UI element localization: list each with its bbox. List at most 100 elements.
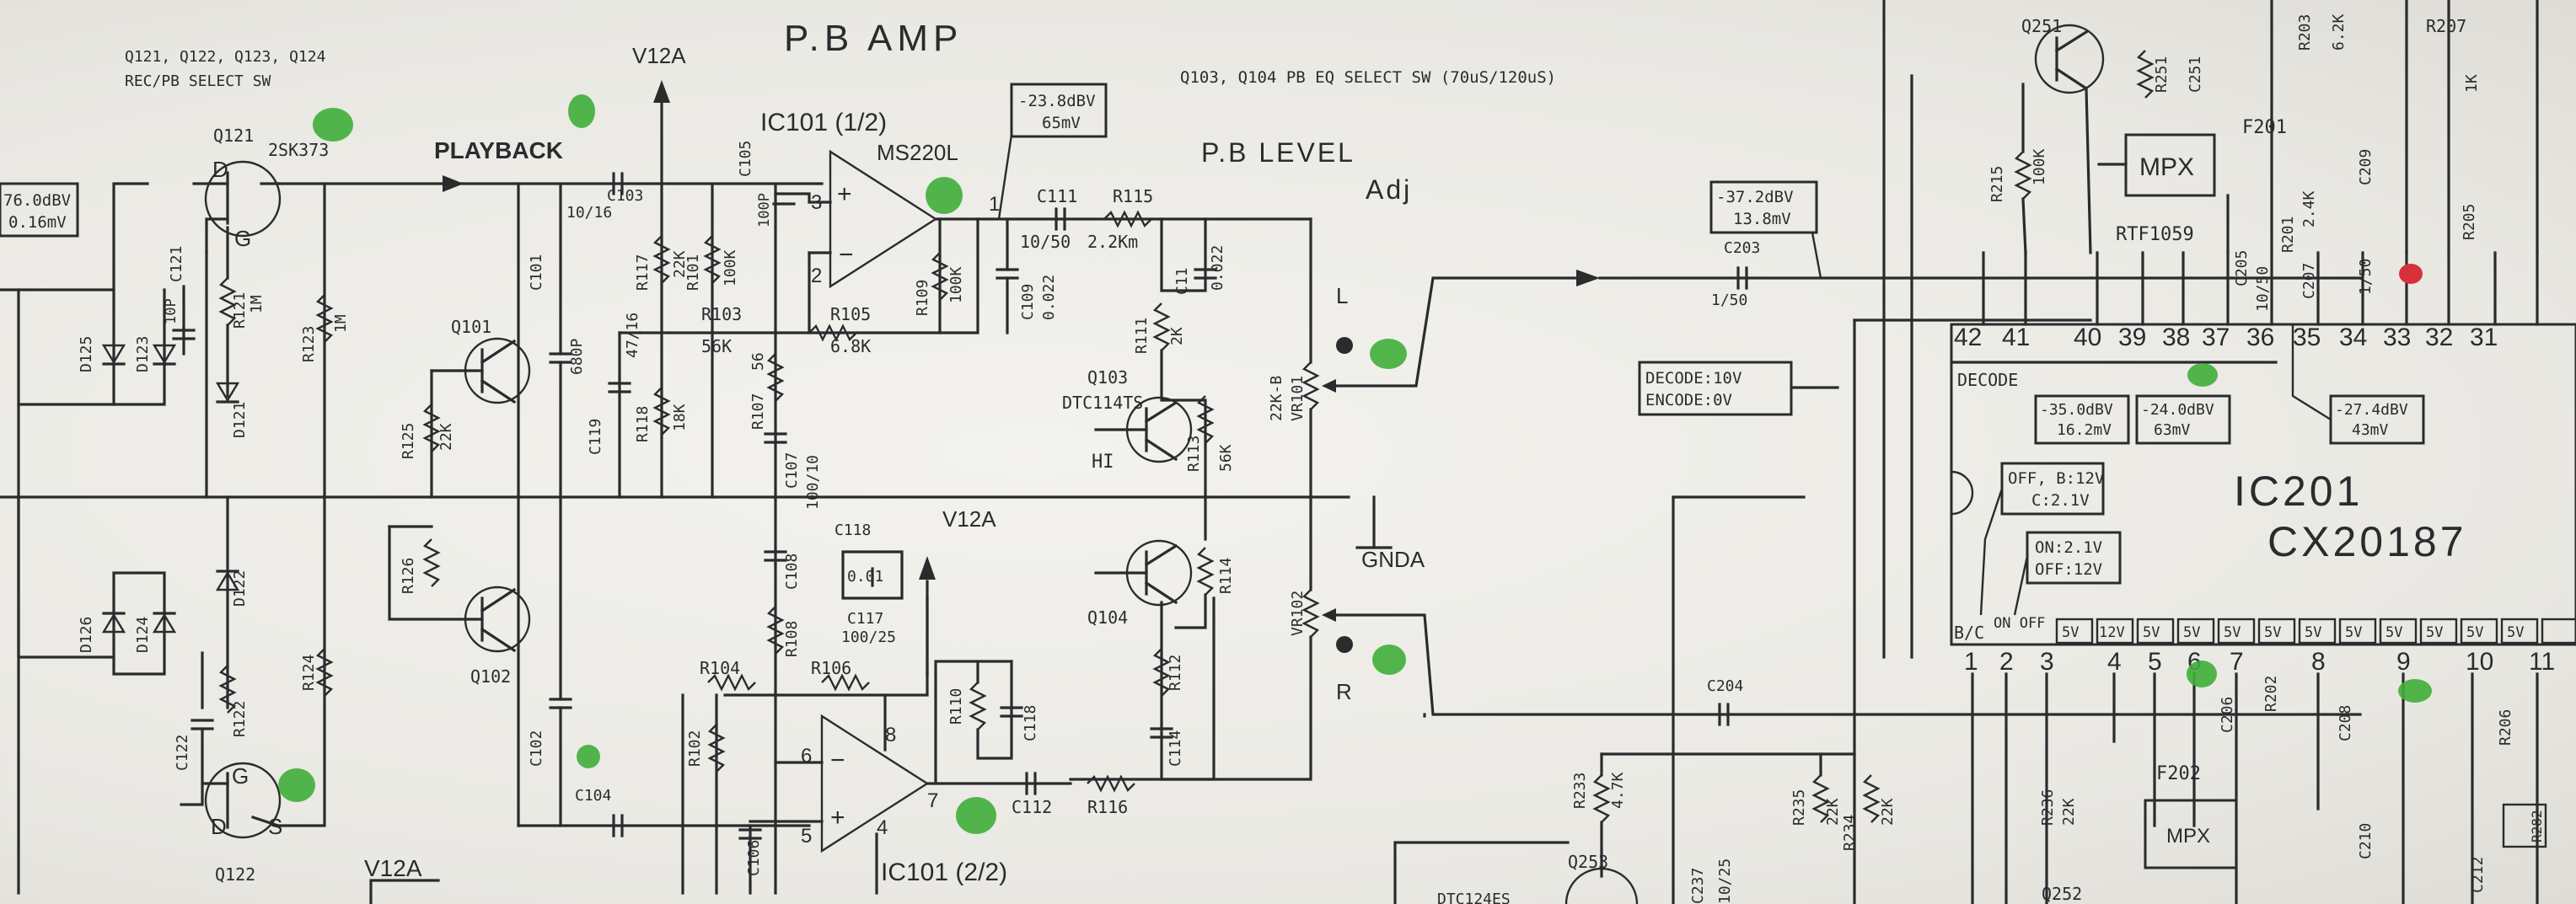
f201-label: F201: [2242, 117, 2287, 138]
vr102-wiper-icon: [1322, 608, 1336, 622]
pin-42: 42: [1954, 324, 1982, 351]
ic201-notch: [1951, 470, 1974, 516]
v12a-mid-arrow-icon: [919, 556, 936, 580]
green-marker-5: [1372, 645, 1406, 675]
ic101b-pin7: 7: [927, 789, 938, 812]
c104-label: C104: [575, 787, 611, 805]
ic201-box: [1950, 323, 2576, 646]
ic101b-pin4: 4: [877, 816, 888, 839]
q253-label: Q253: [1568, 852, 1608, 872]
d121-label: D121: [231, 402, 249, 438]
pin-4: 4: [2107, 648, 2122, 676]
r118-label: R118: [634, 406, 652, 442]
off-voltage: OFF:12V: [2035, 560, 2102, 579]
l-output-arrow-icon: [1576, 270, 1600, 286]
r112-icon: [1152, 648, 1171, 697]
r236-value: 22K: [2060, 798, 2078, 826]
ic201-name: IC201: [2234, 468, 2363, 515]
pin-37: 37: [2202, 324, 2230, 351]
r206-label: R206: [2497, 709, 2514, 746]
on-off-label: ON OFF: [1994, 615, 2045, 632]
c205-value: 10/50: [2254, 266, 2272, 312]
r109-icon: [931, 252, 949, 301]
input-level-box: [0, 182, 79, 238]
red-marker: [2399, 264, 2423, 284]
mpx-top-label: MPX: [2139, 153, 2194, 181]
decode-voltage: DECODE:10V: [1645, 369, 1741, 388]
mpx-bottom-box: [2144, 799, 2238, 869]
f202-label: F202: [2156, 763, 2201, 784]
r215-icon: [2014, 151, 2032, 200]
c237-value: 10/25: [1716, 859, 1734, 904]
r233-icon: [1592, 774, 1611, 823]
rtf-label: RTF1059: [2116, 224, 2194, 245]
r-channel-label: R: [1336, 679, 1352, 704]
tile-5v-k: 5V: [2507, 624, 2524, 641]
out-level-db: -37.2dBV: [1716, 188, 1794, 206]
bc-label: B/C: [1954, 623, 1984, 643]
c209-label: C209: [2357, 149, 2375, 185]
green-marker-10: [2187, 661, 2217, 687]
d123-label: D123: [134, 336, 152, 372]
vr101-label: VR101: [1289, 376, 1307, 421]
r108-label: R108: [783, 621, 801, 657]
pin-36: 36: [2246, 324, 2274, 351]
vr101-value: 22K-B: [1268, 376, 1285, 421]
ic101a-pin3: 3: [811, 191, 822, 214]
q121-symbol: [204, 160, 282, 238]
tile-5v-c: 5V: [2183, 624, 2200, 641]
r207-label: R207: [2426, 16, 2466, 36]
green-marker-11: [2398, 679, 2432, 703]
pin-35: 35: [2293, 324, 2321, 351]
c206-label: C206: [2219, 697, 2236, 733]
q252-label: Q252: [2042, 884, 2082, 904]
r215-label: R215: [1988, 166, 2006, 202]
d125-icon: [101, 344, 126, 365]
encode-voltage: ENCODE:0V: [1645, 391, 1732, 409]
r123-icon: [315, 294, 334, 343]
c101-label: C101: [528, 254, 545, 291]
r113-label: R113: [1185, 436, 1203, 472]
r124-icon: [315, 648, 334, 697]
r117-icon: [652, 235, 671, 284]
ic101a-part: MS220L: [877, 140, 958, 165]
r115-label: R115: [1113, 186, 1153, 206]
decode-label: DECODE: [1957, 370, 2018, 390]
pb-level-label: P.B LEVEL: [1201, 137, 1355, 168]
d126-label: D126: [78, 617, 95, 653]
q121-type: 2SK373: [268, 140, 329, 160]
c121-value: 10P: [163, 298, 180, 324]
pin-8: 8: [2311, 648, 2326, 676]
r201-value: 2.4K: [2300, 190, 2318, 227]
r125-label: R125: [400, 423, 417, 459]
green-marker-6: [278, 768, 315, 802]
c237-label: C237: [1689, 868, 1707, 904]
r123-label: R123: [300, 326, 318, 362]
v12a-top-label: V12A: [632, 43, 686, 68]
q251-symbol: [2034, 24, 2105, 94]
l-test-point-icon: [1336, 337, 1353, 354]
c210-label: C210: [2357, 823, 2375, 859]
pin-31: 31: [2470, 324, 2498, 351]
l-channel-label: L: [1336, 283, 1348, 308]
pin-34: 34: [2339, 324, 2367, 351]
v12a-bottom-label: V12A: [364, 855, 422, 881]
r107-icon: [766, 353, 785, 402]
ic101a-minus: −: [839, 241, 854, 269]
c117-value: 100/25: [841, 629, 896, 646]
r233-value: 4.7K: [1609, 772, 1627, 809]
out-level-v: 13.8mV: [1733, 210, 1791, 228]
r235-label: R235: [1790, 789, 1808, 826]
r-test-point-icon: [1336, 636, 1353, 653]
r115-icon: [1103, 210, 1152, 228]
r215-value: 100K: [2031, 148, 2048, 185]
c111-label: C111: [1037, 186, 1077, 206]
c118b-label: C118: [1022, 705, 1039, 741]
r114-label: R114: [1217, 558, 1235, 594]
r105-value: 6.8K: [830, 336, 871, 356]
c112-label: C112: [1012, 797, 1052, 817]
input-level-v: 0.16mV: [8, 213, 67, 232]
page-title: P.B AMP: [784, 18, 963, 59]
r205-label: R205: [2461, 204, 2478, 240]
